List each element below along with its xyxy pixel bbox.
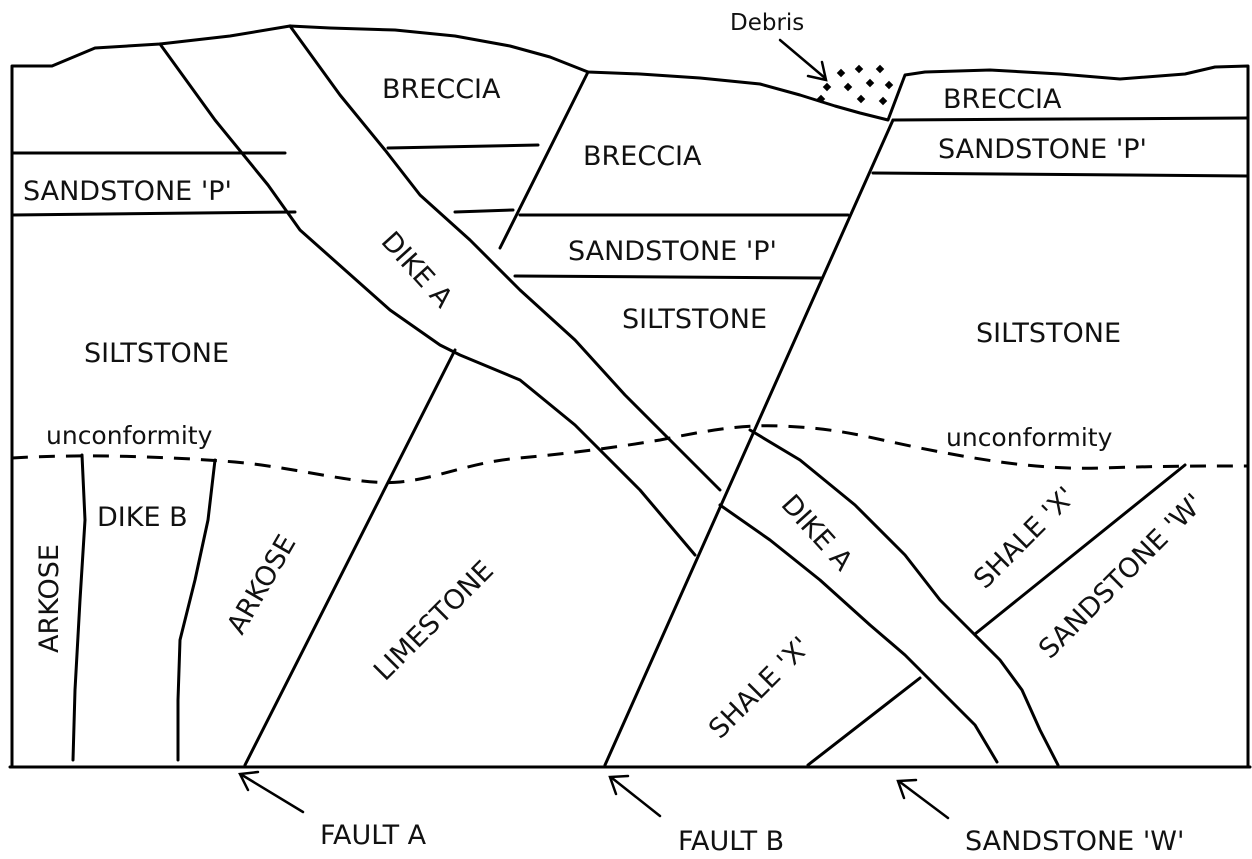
dike-b-label: DIKE B — [97, 502, 188, 533]
breccia-mid-label: BRECCIA — [583, 141, 702, 172]
dike-a — [160, 26, 1058, 765]
dike-a-lower-right-margin — [750, 430, 1058, 765]
contact-sandstone-siltstone-left-2 — [455, 210, 513, 212]
limestone-label: LIMESTONE — [368, 555, 500, 687]
siltstone-left-label: SILTSTONE — [84, 338, 229, 369]
dike-a-upper-label: DIKE A — [375, 226, 459, 314]
debris-arrow-shaft — [780, 40, 825, 78]
arkose-mid-label: ARKOSE — [221, 530, 302, 640]
fault-b-arrow-shaft — [612, 778, 660, 816]
sandstone-p-left-label: SANDSTONE 'P' — [23, 176, 232, 207]
contact-shale-sandstone-w-bottom — [808, 678, 920, 765]
fault-b-label: FAULT B — [678, 826, 784, 857]
fault-a-upper-trace — [500, 72, 588, 248]
siltstone-mid-label: SILTSTONE — [622, 304, 767, 335]
fault-b-line — [605, 120, 893, 765]
contact-sandstone-siltstone-mid — [515, 276, 822, 278]
sandstone-p-right-label: SANDSTONE 'P' — [938, 134, 1147, 165]
sandstone-w-callout-label: SANDSTONE 'W' — [965, 826, 1184, 857]
fault-a-label: FAULT A — [320, 820, 427, 851]
shale-x-right-label: SHALE 'X' — [968, 481, 1082, 595]
breccia-left-label: BRECCIA — [382, 74, 501, 105]
breccia-right-label: BRECCIA — [943, 84, 1062, 115]
fault-a-arrow-head — [240, 772, 258, 790]
contact-breccia-sandstone-left-2 — [388, 145, 538, 148]
dike-a-lower-left-margin — [720, 505, 997, 762]
fault-a-arrow-shaft — [242, 775, 303, 812]
sandstone-w-arrow-shaft — [900, 782, 948, 818]
contact-breccia-sandstone-right — [893, 118, 1248, 120]
unit-labels: Debris BRECCIA BRECCIA BRECCIA SANDSTONE… — [23, 10, 1210, 857]
debris-dots — [817, 65, 893, 105]
dike-a-lower-label: DIKE A — [775, 489, 859, 577]
dike-b-left-margin — [73, 455, 85, 760]
contact-sandstone-siltstone-left — [12, 212, 295, 215]
arkose-left-label: ARKOSE — [34, 544, 65, 653]
debris-label: Debris — [730, 10, 804, 36]
sandstone-p-mid-label: SANDSTONE 'P' — [568, 236, 777, 267]
unconformity-left-label: unconformity — [46, 421, 213, 450]
siltstone-right-label: SILTSTONE — [976, 318, 1121, 349]
dike-b — [73, 455, 215, 760]
shale-x-bottom-label: SHALE 'X' — [703, 631, 817, 745]
sandstone-w-contacts — [808, 465, 1185, 765]
contact-sandstone-siltstone-right — [873, 173, 1248, 176]
unconformity-right-label: unconformity — [946, 423, 1113, 452]
